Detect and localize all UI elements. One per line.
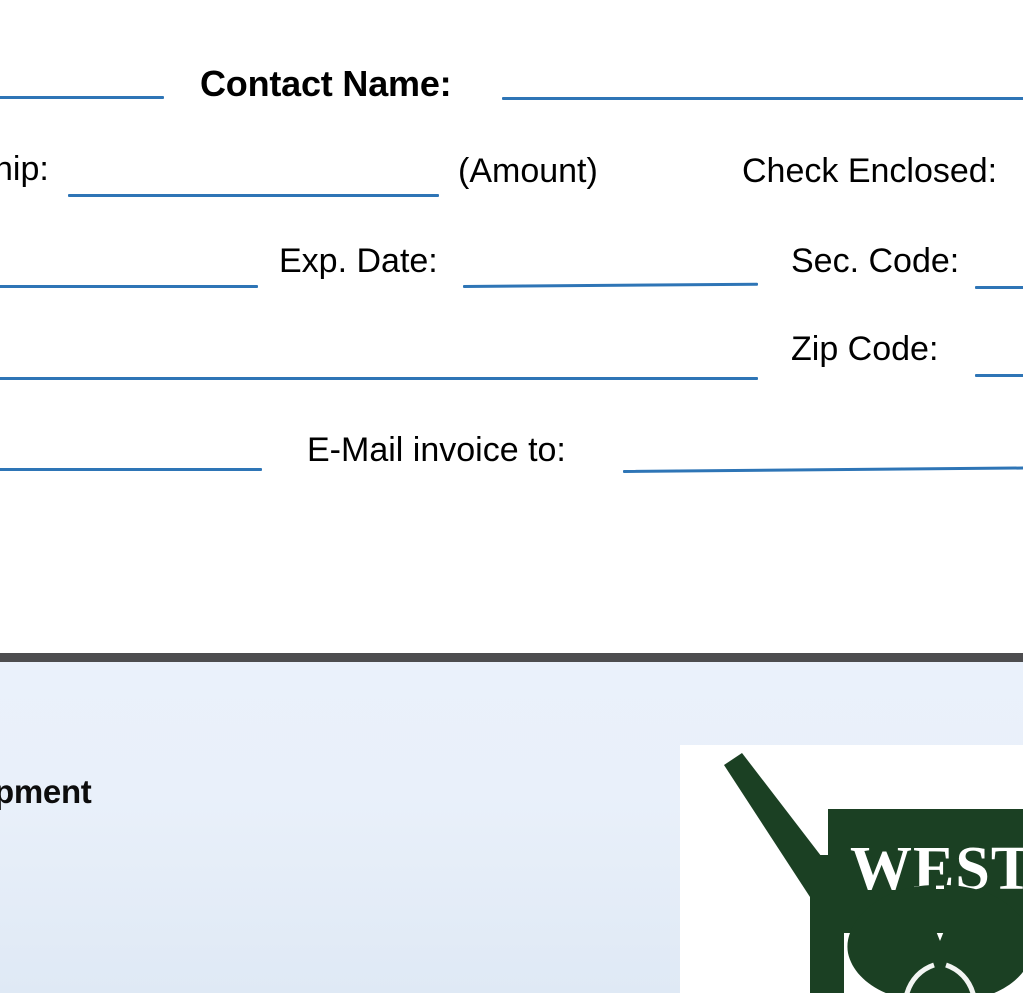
email-invoice-label: E-Mail invoice to: [307,431,566,469]
westbrook-logo-card: WESTBRO [680,745,1023,993]
sec-code-label: Sec. Code: [791,242,960,280]
zip-code-label: Zip Code: [791,330,939,368]
exp-date-input-rule[interactable] [462,282,759,288]
section-divider [0,653,1023,662]
contact-name-input-rule[interactable] [502,97,1023,100]
membership-label-clipped: hip: [0,150,49,188]
footer-region: pment WESTBRO [0,662,1023,993]
form-region: Contact Name: hip: (Amount) Check Enclos… [0,63,1023,473]
membership-amount-input-rule[interactable] [68,194,439,197]
footer-heading-clipped: pment [0,773,92,810]
westbrook-sign-logo-icon: WESTBRO [724,753,1023,993]
membership-level-rule[interactable] [0,96,164,99]
check-enclosed-label: Check Enclosed: [742,152,998,190]
logo-wordmark: WESTBRO [850,835,1023,903]
address-input-rule[interactable] [0,377,758,380]
exp-date-label: Exp. Date: [279,242,438,280]
contact-name-label: Contact Name: [200,63,452,104]
card-number-input-rule[interactable] [0,285,258,288]
zip-code-input-rule[interactable] [975,374,1023,377]
amount-hint-label: (Amount) [458,152,598,190]
phone-input-rule[interactable] [0,468,262,471]
email-invoice-input-rule[interactable] [622,466,1023,473]
sec-code-input-rule[interactable] [975,286,1023,289]
